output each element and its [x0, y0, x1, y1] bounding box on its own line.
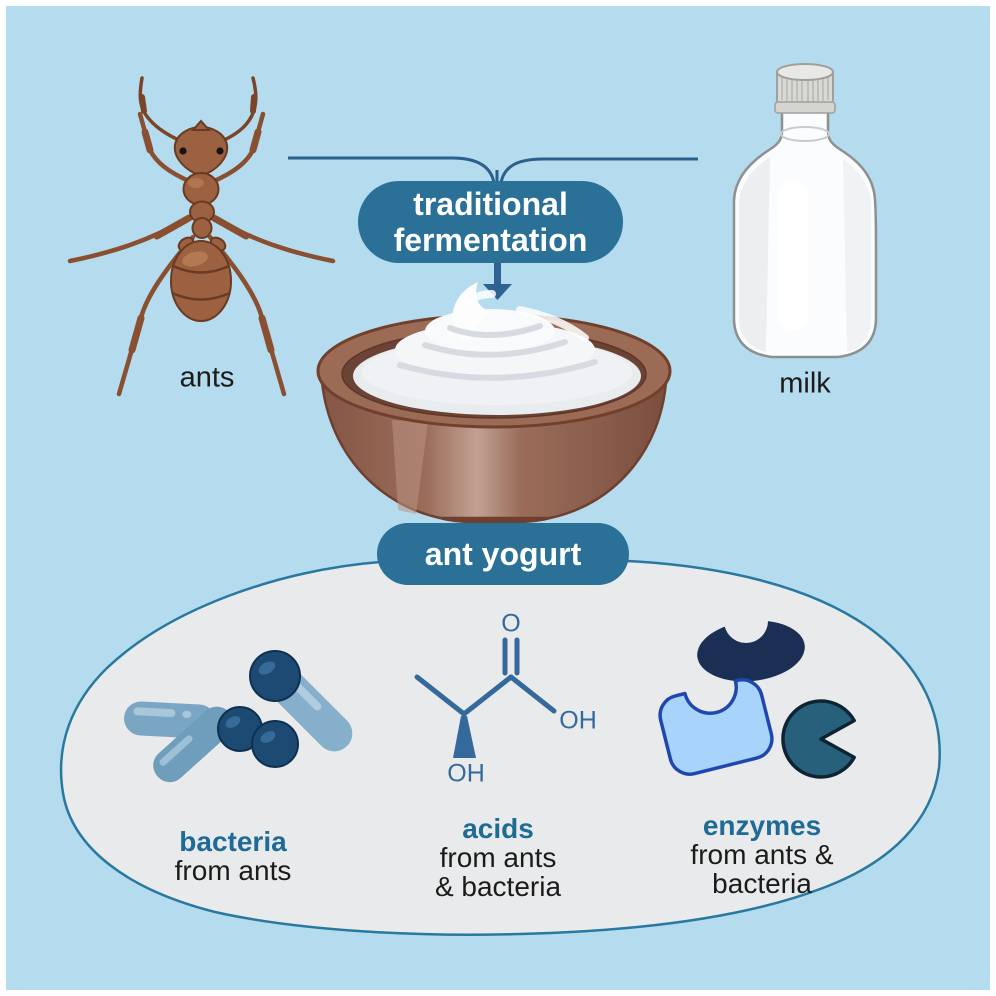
ant-icon — [67, 76, 336, 397]
lactic-acid-structure — [414, 637, 557, 758]
yogurt-swirl — [353, 282, 641, 415]
enzymes-subtitle-line2: bacteria — [712, 868, 812, 899]
fermentation-badge-line2: fermentation — [393, 222, 588, 258]
ant-eyes — [179, 147, 224, 155]
bacteria-title: bacteria — [179, 826, 287, 857]
molecule-oxygen-label: O — [501, 609, 521, 638]
bacteria-icon — [124, 650, 353, 783]
ant-yogurt-badge: ant yogurt — [377, 523, 629, 585]
enzymes-title: enzymes — [702, 810, 822, 841]
milk-bottle-icon — [732, 63, 878, 359]
bacteria-subtitle: from ants — [174, 855, 292, 886]
ant-yogurt-badge-label: ant yogurt — [424, 535, 582, 572]
molecule-hydroxyl-right-label: OH — [559, 706, 597, 735]
acids-caption: acids from ants & bacteria — [435, 814, 561, 901]
milk-label: milk — [779, 367, 831, 400]
enzymes-caption: enzymes from ants & bacteria — [690, 811, 833, 898]
acids-subtitle-line1: from ants — [439, 842, 557, 873]
enzymes-subtitle-line1: from ants & — [690, 839, 834, 870]
down-arrow-icon — [483, 262, 512, 300]
fermentation-badge-line1: traditional — [413, 186, 568, 222]
yogurt-bowl-icon — [316, 282, 672, 524]
ants-label: ants — [179, 361, 235, 394]
acids-title: acids — [462, 813, 534, 844]
bacteria-caption: bacteria from ants — [175, 827, 292, 885]
connector-lines — [288, 156, 698, 184]
acids-subtitle-line2: & bacteria — [434, 871, 562, 902]
traditional-fermentation-badge: traditional fermentation — [358, 181, 623, 263]
molecule-hydroxyl-bottom-label: OH — [447, 759, 485, 788]
enzymes-icon — [658, 599, 856, 779]
